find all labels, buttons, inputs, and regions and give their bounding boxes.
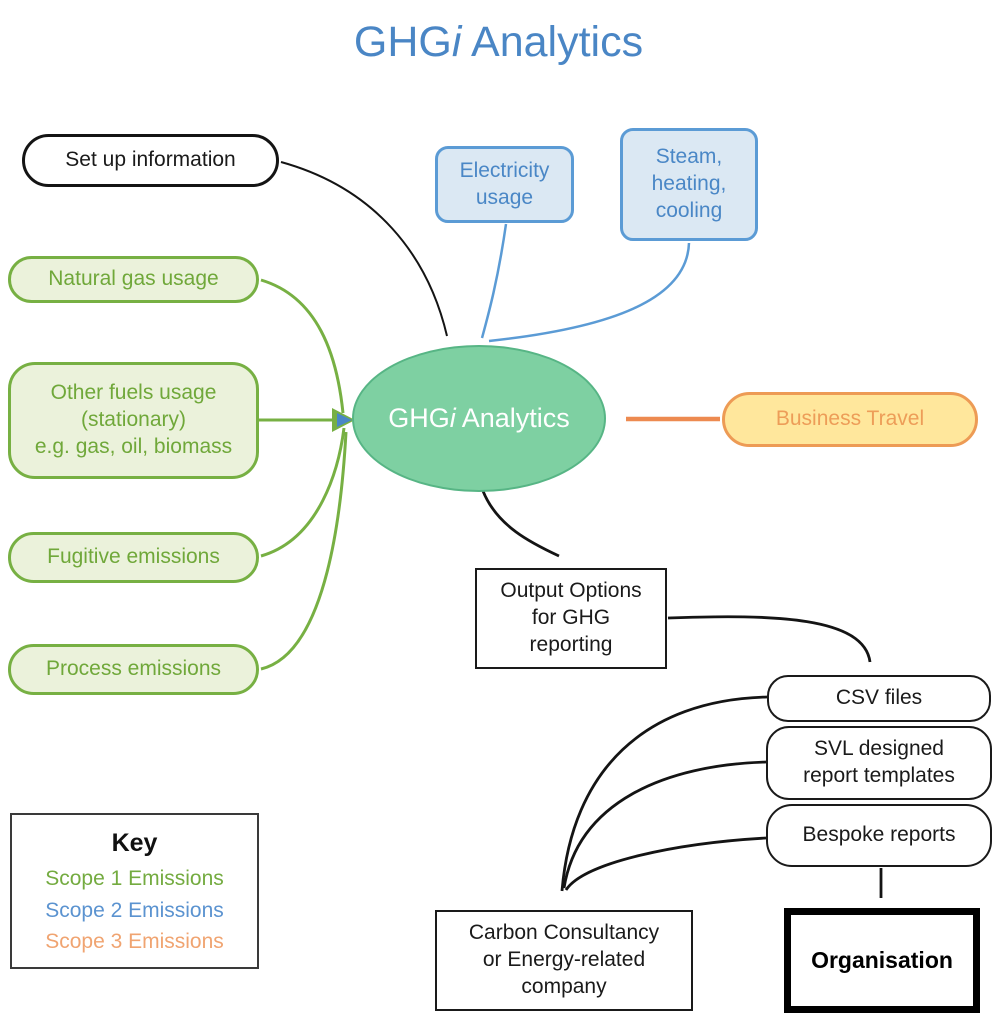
legend-scope2: Scope 2 Emissions [45,898,224,922]
arrow-steam-to-analytics [488,242,691,343]
arrow-bespoke-to-carbon [564,836,767,891]
arrow-setup-to-analytics [280,161,448,337]
arrow-natural-gas-to-analytics [260,278,345,414]
arrow-electricity-to-analytics [480,223,508,339]
node-steam-heating-cooling: Steam, heating, cooling [620,128,758,241]
arrow-fugitive-to-analytics [260,427,346,558]
node-business-travel: Business Travel [722,392,978,447]
node-ghgi-analytics-ellipse: GHGi Analytics [352,345,606,492]
node-csv-files: CSV files [767,675,991,722]
legend-title: Key [111,829,158,857]
legend-scope3: Scope 3 Emissions [45,930,224,953]
legend-scope1: Scope 1 Emissions [45,867,224,890]
legend-key: Key Scope 1 Emissions Scope 2 Emissions … [10,813,259,969]
node-electricity-usage: Electricity usage [435,146,574,223]
node-setup-information: Set up information [22,134,279,187]
diagram-title: GHGi Analytics [353,18,644,66]
arrow-output-to-csv [667,615,872,663]
node-process-emissions: Process emissions [8,644,259,695]
node-fugitive-emissions: Fugitive emissions [8,532,259,583]
node-organisation: Organisation [784,908,980,1013]
arrow-analytics-to-output [481,490,560,558]
node-natural-gas-usage: Natural gas usage [8,256,259,303]
arrow-svl-to-carbon [562,760,767,889]
arrow-csv-to-carbon [560,695,768,892]
blue-arrowhead-inner [337,413,352,427]
node-carbon-consultancy: Carbon Consultancy or Energy-related com… [435,910,693,1011]
node-other-fuels-usage: Other fuels usage (stationary) e.g. gas,… [8,362,259,479]
node-svl-report-templates: SVL designed report templates [766,726,992,800]
node-bespoke-reports: Bespoke reports [766,804,992,867]
node-output-options: Output Options for GHG reporting [475,568,667,669]
arrow-process-to-analytics [260,431,348,671]
